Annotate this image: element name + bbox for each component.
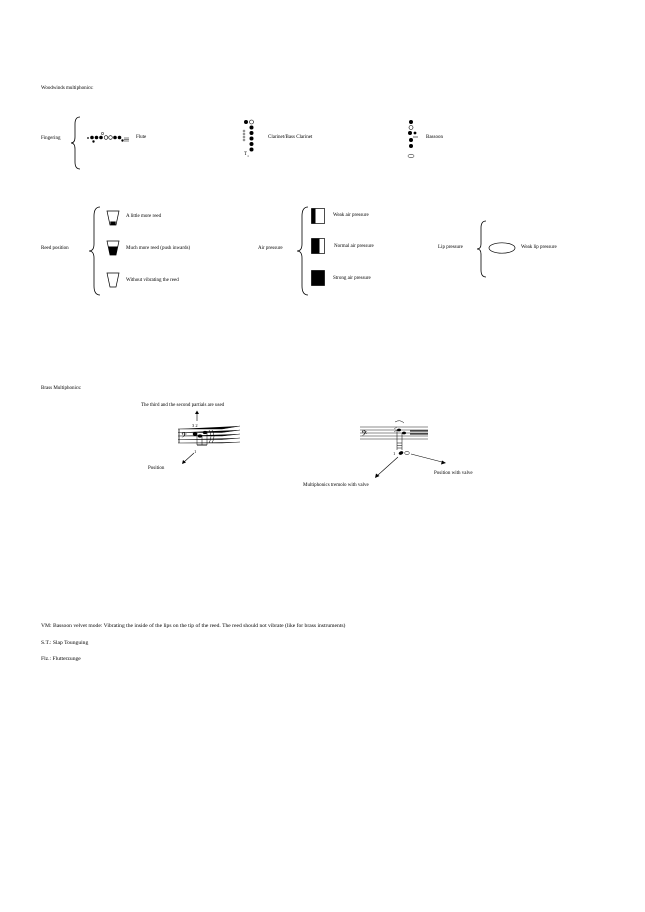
lip-pressure-label: Lip pressure (438, 245, 463, 250)
note-flutterzunge: Flz.: Flutterzunge (41, 656, 81, 662)
brass-staff-partials: 𝄢 (178, 425, 241, 446)
note-velvet-mode: VM: Bassoon velvet mode: Vibrating the i… (41, 623, 346, 629)
position-label: Position (148, 466, 165, 471)
valve-arrow (410, 453, 446, 465)
clarinet-key-label: T1 (244, 152, 249, 158)
clarinet-label: Clarinet/Bass Clarinet (268, 135, 313, 140)
reed-position-label: Reed position (41, 246, 69, 251)
air-weak-icon (311, 208, 325, 224)
partials-arrow (195, 410, 199, 421)
lip-weak-label: Weak lip pressure (521, 245, 557, 250)
brass-heading: Brass Multiphonics: (41, 386, 82, 391)
bassoon-fingering-diagram (407, 120, 418, 159)
air-pressure-brace (296, 206, 309, 296)
air-normal-label: Normal air pressure (334, 244, 374, 249)
fingering-label: Fingering (41, 136, 61, 141)
air-pressure-label: Air pressure (258, 246, 283, 251)
woodwinds-heading: Woodwinds multiphonics: (41, 86, 94, 91)
flute-label: Flute (136, 135, 147, 140)
tremolo-label: Multiphonics tremolo with valve (303, 483, 369, 488)
lip-weak-icon (488, 242, 516, 254)
air-normal-icon (311, 238, 325, 254)
flute-fingering-diagram (87, 132, 129, 143)
note-slap-tonguing: S.T.: Slap Tounguing (41, 640, 89, 646)
reed-little-more-icon (106, 210, 120, 226)
lip-pressure-brace (476, 220, 487, 278)
reed-without-vibrating-label: Without vibrating the reed (126, 278, 179, 283)
position-number: 1 (194, 449, 197, 454)
position-arrow (182, 452, 195, 464)
fingering-brace (70, 116, 81, 170)
reed-much-more-label: Much more reed (push inwards) (126, 246, 191, 251)
reed-position-brace (88, 206, 101, 296)
tremolo-arrow (375, 456, 399, 478)
bassoon-label: Bassoon (426, 135, 443, 140)
partials-label: The third and the second partials are us… (141, 403, 225, 408)
valve-label: Position with valve (434, 471, 473, 476)
air-strong-icon (311, 270, 325, 286)
brass-staff-valve: 𝄢 (360, 420, 428, 450)
air-strong-label: Strong air pressure (333, 276, 371, 281)
reed-much-more-icon (106, 240, 120, 256)
clarinet-fingering-diagram (242, 119, 254, 152)
reed-little-more-label: A little more reed (126, 214, 162, 219)
valve-note-glyph (398, 451, 410, 455)
svg-text:𝄢: 𝄢 (181, 431, 187, 442)
air-weak-label: Weak air pressure (333, 213, 369, 218)
partial-numbers: 3 2 (192, 423, 198, 428)
svg-text:𝄢: 𝄢 (361, 430, 368, 441)
valve-number: 1 (393, 451, 396, 456)
reed-without-vibrating-icon (106, 272, 120, 288)
